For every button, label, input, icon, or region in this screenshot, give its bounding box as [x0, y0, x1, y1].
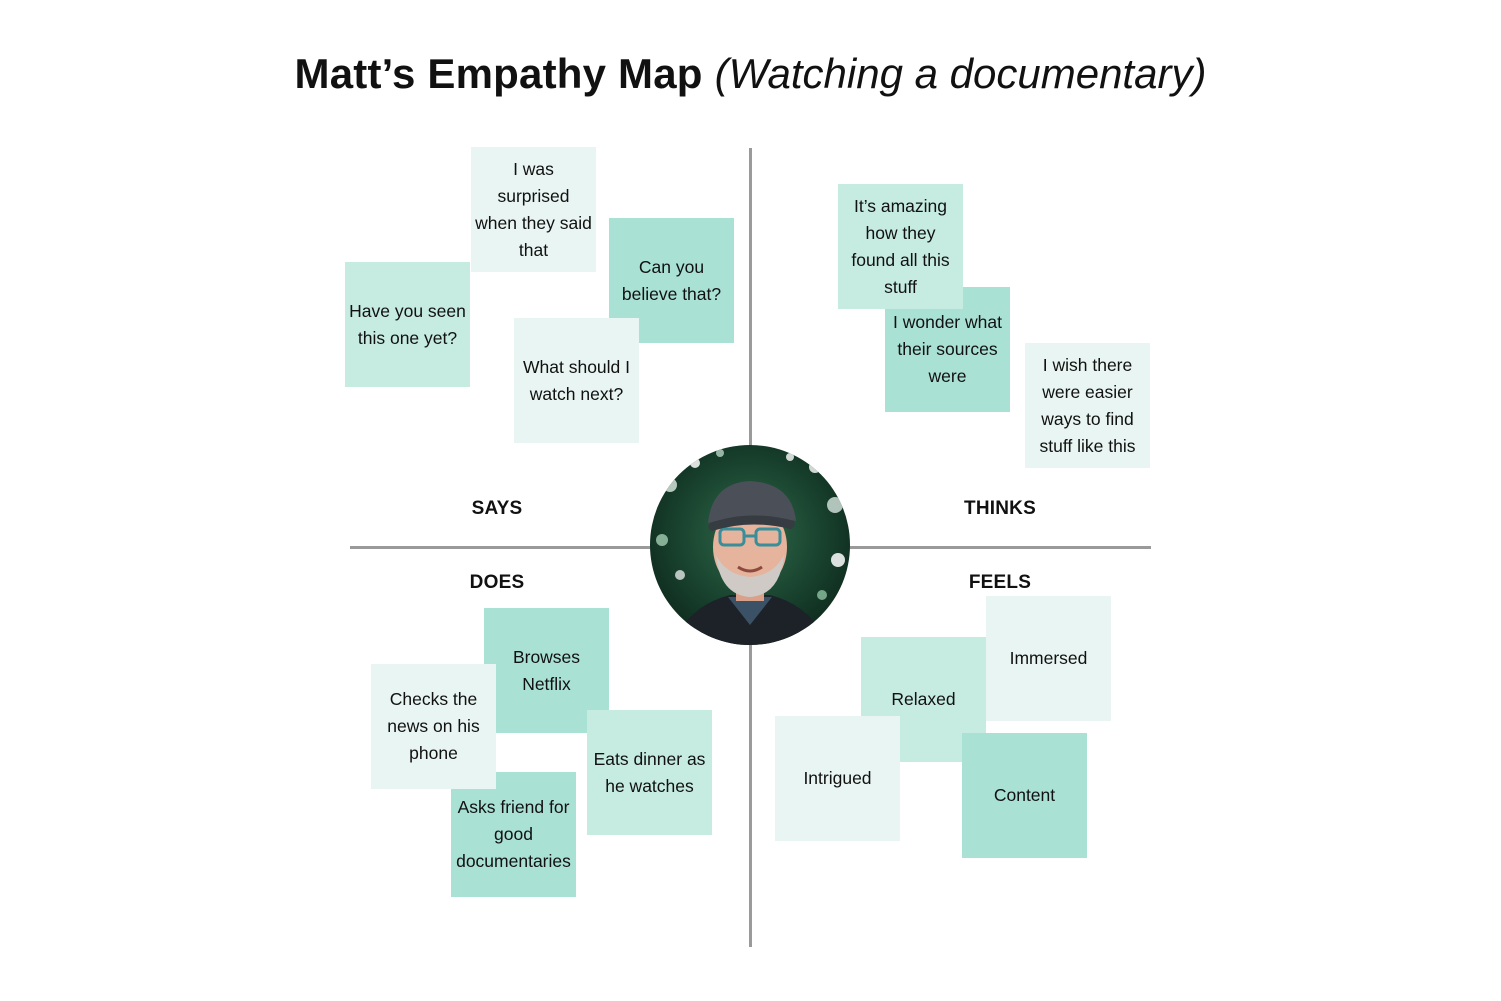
sticky-note-does-dinner[interactable]: Eats dinner as he watches — [587, 710, 712, 835]
sticky-note-does-asks-friend[interactable]: Asks friend for good documentaries — [451, 772, 576, 897]
sticky-note-says-surprised[interactable]: I was surprised when they said that — [471, 147, 596, 272]
sticky-note-says-seen[interactable]: Have you seen this one yet? — [345, 262, 470, 387]
sticky-note-does-news[interactable]: Checks the news on his phone — [371, 664, 496, 789]
sticky-note-feels-intrigued[interactable]: Intrigued — [775, 716, 900, 841]
sticky-note-says-watch-next[interactable]: What should I watch next? — [514, 318, 639, 443]
page-title: Matt’s Empathy Map(Watching a documentar… — [0, 44, 1501, 104]
person-photo-icon — [650, 445, 850, 645]
sticky-note-thinks-amazing[interactable]: It’s amazing how they found all this stu… — [838, 184, 963, 309]
quadrant-label-thinks: THINKS — [964, 498, 1036, 519]
sticky-note-feels-content[interactable]: Content — [962, 733, 1087, 858]
sticky-note-thinks-easier[interactable]: I wish there were easier ways to find st… — [1025, 343, 1150, 468]
quadrant-label-says: SAYS — [471, 498, 523, 519]
persona-avatar — [650, 445, 850, 645]
title-subtitle: (Watching a documentary) — [714, 50, 1207, 97]
title-main: Matt’s Empathy Map — [294, 50, 703, 97]
quadrant-label-feels: FEELS — [968, 572, 1032, 593]
sticky-note-says-believe[interactable]: Can you believe that? — [609, 218, 734, 343]
sticky-note-thinks-sources[interactable]: I wonder what their sources were — [885, 287, 1010, 412]
sticky-note-feels-immersed[interactable]: Immersed — [986, 596, 1111, 721]
quadrant-label-does: DOES — [469, 572, 525, 593]
